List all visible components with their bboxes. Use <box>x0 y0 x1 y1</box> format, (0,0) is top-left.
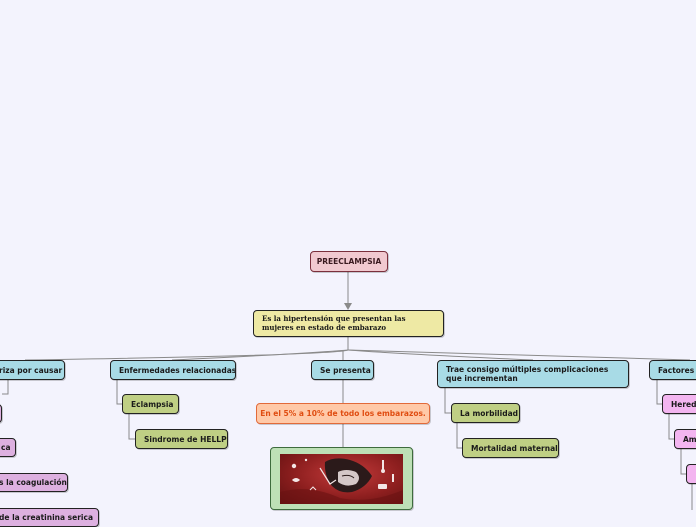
presents-item-percentage-label: En el 5% a 10% de todo los embarazos. <box>260 409 426 418</box>
complications-children-line <box>444 388 462 449</box>
presents-image-node[interactable] <box>270 447 413 510</box>
root-node-preeclampsia[interactable]: PREECLAMPSIA <box>310 251 388 272</box>
definition-label: Es la hipertensión que presentan las muj… <box>262 314 406 332</box>
complications-item-mortality[interactable]: Mortalidad maternal <box>462 438 559 458</box>
branch-causes-label: riza por causar <box>0 365 63 375</box>
root-arrow-head <box>344 303 352 310</box>
diseases-item-hellp-label: Sindrome de HELLP <box>144 434 227 444</box>
branch-complications-node[interactable]: Trae consigo múltiples complicaciones qu… <box>437 360 629 388</box>
factors-item-1-label: Heredi <box>671 399 696 409</box>
branch-complications-label: Trae consigo múltiples complicaciones qu… <box>446 365 609 383</box>
complications-item-morbidity[interactable]: La morbilidad <box>451 403 520 423</box>
branch-diseases-line <box>171 349 349 361</box>
factors-children-line <box>656 380 693 510</box>
causes-item-4-label: de la creatinina serica <box>0 513 94 522</box>
branch-diseases-label: Enfermedades relacionadas <box>119 365 236 375</box>
factors-item-2-label: Am <box>683 434 696 444</box>
causes-item-4[interactable]: de la creatinina serica <box>0 508 99 527</box>
root-label: PREECLAMPSIA <box>316 257 382 266</box>
causes-children-line <box>2 380 9 395</box>
branch-complications-line <box>347 349 534 361</box>
causes-item-3[interactable]: s la coagulación <box>0 473 68 492</box>
branch-factors-node[interactable]: Factores d <box>649 360 696 380</box>
presents-item-percentage[interactable]: En el 5% a 10% de todo los embarazos. <box>256 403 430 424</box>
causes-item-2[interactable]: ca <box>0 438 16 457</box>
causes-item-1[interactable] <box>0 404 2 423</box>
factors-item-3[interactable] <box>686 464 696 484</box>
branch-factors-label: Factores d <box>658 365 696 375</box>
factors-item-1[interactable]: Heredi <box>662 394 696 414</box>
definition-node[interactable]: Es la hipertensión que presentan las muj… <box>253 310 444 337</box>
causes-item-3-label: s la coagulación <box>0 478 67 487</box>
diseases-item-eclampsia-label: Eclampsia <box>131 399 174 409</box>
branch-factors-line <box>347 349 691 361</box>
branch-presents-label: Se presenta <box>320 365 371 375</box>
complications-item-mortality-label: Mortalidad maternal <box>471 443 558 453</box>
diseases-item-eclampsia[interactable]: Eclampsia <box>122 394 179 414</box>
factors-item-2[interactable]: Am <box>674 429 696 449</box>
branch-causes-node[interactable]: riza por causar <box>0 360 65 380</box>
branch-causes-line <box>24 349 349 361</box>
diseases-children-line <box>116 380 135 440</box>
diseases-item-hellp[interactable]: Sindrome de HELLP <box>135 429 228 449</box>
causes-item-2-label: ca <box>1 443 11 452</box>
complications-item-morbidity-label: La morbilidad <box>460 408 518 418</box>
branch-diseases-node[interactable]: Enfermedades relacionadas <box>110 360 236 380</box>
branch-presents-node[interactable]: Se presenta <box>311 360 374 380</box>
pregnant-woman-illustration-icon <box>280 454 403 504</box>
